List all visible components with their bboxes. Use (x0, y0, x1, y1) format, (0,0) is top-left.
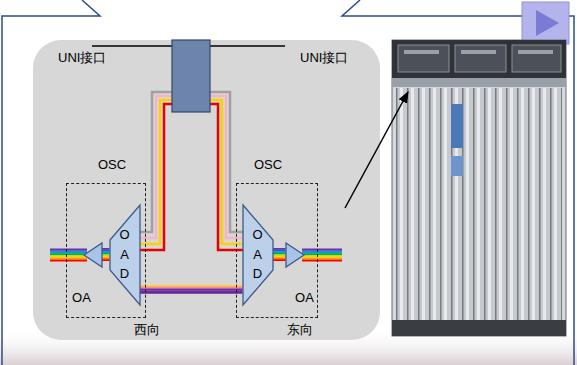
play-button-face (522, 2, 569, 44)
wavelength (302, 260, 342, 262)
wavelength (50, 253, 87, 255)
drop-line (140, 100, 172, 244)
edge-stripe (102, 258, 110, 260)
edge-stripe (102, 254, 110, 256)
direction-label: 西向 (134, 322, 160, 338)
edge-stripe (140, 285, 243, 287)
wavelength (302, 250, 342, 252)
edge-stripe (273, 251, 286, 253)
direction-box: 东向OADOA (236, 183, 318, 318)
wavelength (50, 249, 87, 251)
pointer-arrow (345, 92, 408, 208)
edge-stripe (102, 248, 110, 250)
amplifier-label: OA (72, 290, 91, 306)
cross-connect-box (172, 40, 210, 112)
wavelength (50, 258, 87, 260)
osc-label: OSC (98, 157, 126, 173)
chassis (392, 40, 566, 336)
amplifier-shape (286, 243, 304, 267)
oadm-mux: OAD (243, 205, 273, 305)
amplifier-triangle: OA (286, 243, 304, 267)
edge-stripe (273, 258, 286, 260)
equipment-photo (392, 40, 566, 336)
edge-stripe (273, 259, 286, 261)
direction-box: 西向OADOA (66, 183, 146, 318)
triangle-outline (286, 243, 304, 267)
east-fiber (302, 249, 342, 260)
play-button (522, 2, 569, 44)
wavelength (50, 260, 87, 262)
edge-stripe (273, 253, 286, 255)
oadm-label: OAD (118, 225, 131, 284)
edge-stripe (273, 250, 286, 252)
amplifier-triangle: OA (84, 243, 102, 267)
west-fiber (50, 249, 87, 260)
drop-line (140, 96, 172, 238)
optical-board (451, 156, 463, 176)
play-triangle (536, 10, 559, 36)
fan-grille (518, 50, 553, 54)
amplifier-shape (84, 243, 102, 267)
oadm-mux: OAD (110, 205, 140, 305)
drop-line (210, 96, 243, 238)
node-panel (33, 40, 380, 340)
osc-label: OSC (254, 157, 282, 173)
triangle-outline (84, 243, 102, 267)
wavelength (302, 257, 342, 259)
pass-through-band (140, 286, 243, 293)
edge-stripe (140, 292, 243, 294)
mux-shape (110, 205, 140, 305)
edge-stripe (102, 251, 110, 253)
drop-line (210, 100, 243, 244)
fan-grille (461, 50, 496, 54)
edge-stripe (273, 248, 286, 250)
west-drop-lines (140, 92, 172, 250)
wavelength (302, 258, 342, 260)
cable-tray (392, 78, 566, 87)
edge-stripe (102, 253, 110, 255)
wavelength (50, 250, 87, 252)
oadm-label: OAD (251, 225, 264, 284)
optical-board (451, 104, 463, 148)
interface-label: UNI接口 (58, 50, 106, 66)
amplifier-label: OA (295, 290, 314, 306)
edge-stripe (102, 256, 110, 258)
edge-stripe (140, 287, 243, 289)
edge-stripe (102, 259, 110, 261)
drop-line (210, 104, 243, 250)
fan-module (398, 45, 449, 72)
fan-tray (392, 40, 566, 78)
direction-label: 东向 (287, 322, 313, 338)
edge-stripe (140, 290, 243, 292)
edge-stripe (273, 256, 286, 258)
drop-line (140, 104, 172, 250)
edge-stripe (140, 289, 243, 291)
edge-stripe (273, 254, 286, 256)
wavelength (302, 253, 342, 255)
east-drop-lines (210, 92, 243, 250)
interface-label: UNI接口 (300, 50, 348, 66)
board-slots (396, 88, 562, 320)
wdm-fiber (273, 249, 286, 260)
fan-grille (404, 50, 439, 54)
wavelength (302, 252, 342, 254)
wavelength (50, 257, 87, 259)
wavelength (50, 252, 87, 254)
wavelength (50, 255, 87, 257)
mux-shape (243, 205, 273, 305)
wavelength (302, 249, 342, 251)
fan-module (455, 45, 506, 72)
fan-module (512, 45, 561, 72)
wdm-fiber (102, 249, 110, 260)
edge-stripe (102, 250, 110, 252)
chassis-base (392, 320, 566, 336)
wavelength (302, 255, 342, 257)
